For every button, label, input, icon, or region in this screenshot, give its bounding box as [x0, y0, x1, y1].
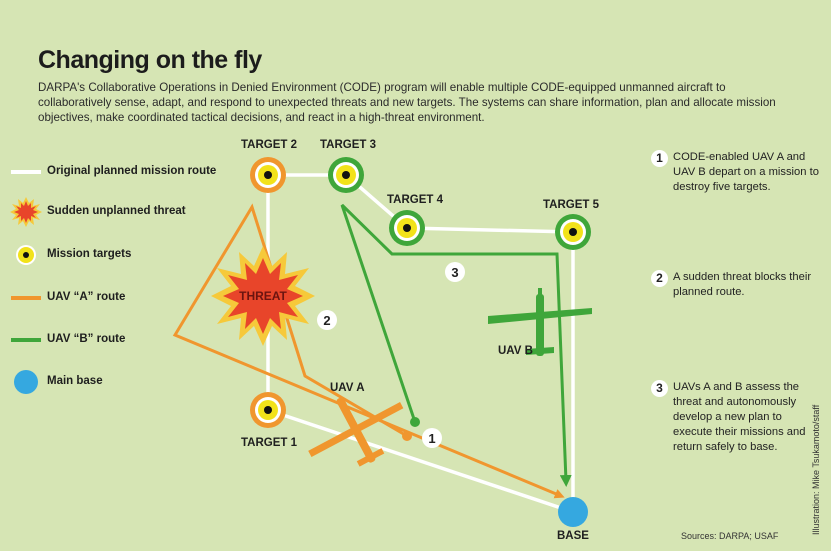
threat-burst-icon: THREAT: [211, 246, 315, 346]
legend-uav-a-label: UAV “A” route: [47, 291, 126, 303]
map-marker-1: 1: [422, 428, 442, 448]
uav-a-route: [172, 203, 565, 499]
legend-original-route-label: Original planned mission route: [47, 165, 217, 177]
sources-note: Sources: DARPA; USAF: [681, 531, 779, 541]
step-3-number: 3: [651, 380, 668, 397]
target-1-label: TARGET 1: [241, 437, 298, 449]
threat-label: THREAT: [239, 289, 287, 303]
legend-target-icon: [16, 245, 36, 265]
target-2-marker: [250, 157, 286, 193]
target-3-label: TARGET 3: [320, 139, 377, 151]
step-2-number: 2: [651, 270, 668, 287]
target-4-marker: [389, 210, 425, 246]
step-1: 1 CODE-enabled UAV A and UAV B depart on…: [651, 150, 821, 220]
uav-a-start-dot: [402, 431, 412, 441]
uav-b-route: [340, 203, 572, 487]
uav-b-aircraft-icon: [488, 288, 592, 356]
target-5-marker: [555, 214, 591, 250]
step-3: 3 UAVs A and B assess the threat and aut…: [651, 380, 821, 480]
uav-a-label: UAV A: [330, 382, 365, 394]
legend-uav-b-label: UAV “B” route: [47, 333, 126, 345]
step-2-text: A sudden threat blocks their planned rou…: [673, 271, 812, 298]
uav-a-aircraft-icon: [308, 397, 404, 467]
svg-text:2: 2: [323, 313, 330, 328]
step-1-number: 1: [651, 150, 668, 167]
target-1-marker: [250, 392, 286, 428]
illustration-credit: Illustration: Mike Tsukamoto/staff: [811, 404, 821, 535]
legend-icons: [10, 170, 42, 394]
map-marker-2: 2: [317, 310, 337, 330]
base-label: BASE: [557, 530, 589, 542]
svg-text:3: 3: [451, 265, 458, 280]
legend-threat-label: Sudden unplanned threat: [47, 205, 186, 217]
base-icon: [558, 497, 588, 527]
legend-base-icon: [14, 370, 38, 394]
legend-targets-label: Mission targets: [47, 248, 132, 260]
target-3-marker: [328, 157, 364, 193]
target-2-label: TARGET 2: [241, 139, 298, 151]
step-1-text: CODE-enabled UAV A and UAV B depart on a…: [673, 151, 819, 193]
map-marker-3: 3: [445, 262, 465, 282]
intro-text: DARPA's Collaborative Operations in Deni…: [38, 81, 776, 124]
page-title: Changing on the fly: [38, 46, 262, 74]
uav-b-label: UAV B: [498, 345, 533, 357]
legend-threat-icon: [10, 197, 42, 227]
target-5-label: TARGET 5: [543, 199, 600, 211]
step-3-text: UAVs A and B assess the threat and auton…: [673, 381, 806, 453]
step-2: 2 A sudden threat blocks their planned r…: [651, 270, 821, 320]
svg-text:1: 1: [428, 431, 435, 446]
uav-b-start-dot: [410, 417, 420, 427]
legend-base-label: Main base: [47, 375, 103, 387]
target-4-label: TARGET 4: [387, 194, 444, 206]
